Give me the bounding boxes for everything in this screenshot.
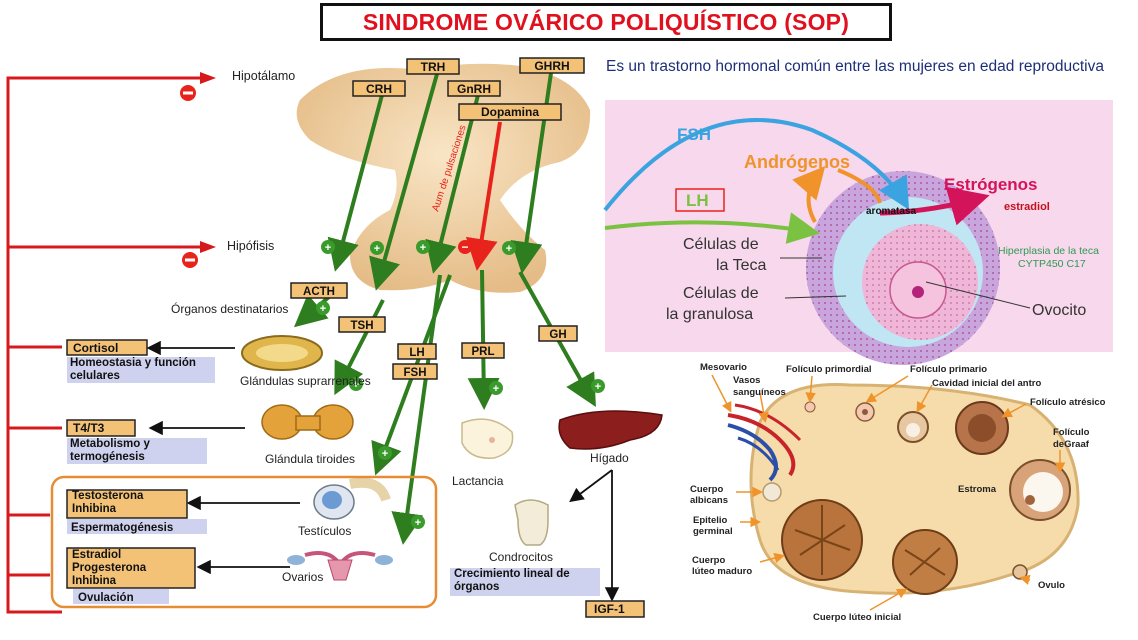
gh-label: GH bbox=[549, 329, 566, 341]
svg-text:+: + bbox=[374, 243, 380, 255]
bone-illustration bbox=[514, 499, 549, 546]
organ-labels: Órganos destinatarios Glándulas suprarre… bbox=[171, 301, 629, 584]
pituitary-hormones: ACTH TSH LH FSH PRL GH bbox=[290, 282, 578, 380]
liver-illustration bbox=[558, 410, 663, 450]
trh-label: TRH bbox=[421, 60, 446, 74]
testis-illustration bbox=[313, 477, 391, 520]
thyroid-illustration bbox=[261, 404, 354, 440]
breast-illustration bbox=[461, 418, 514, 459]
svg-text:+: + bbox=[320, 303, 326, 315]
svg-text:+: + bbox=[420, 242, 426, 254]
cortisol-effect: Homeostasia y función celulares bbox=[70, 357, 196, 382]
hypothalamic-hormones: TRH GHRH CRH GnRH Dopamina bbox=[352, 57, 585, 121]
page-title: SINDROME OVÁRICO POLIQUÍSTICO (SOP) bbox=[362, 8, 850, 35]
svg-text:−: − bbox=[461, 240, 468, 254]
follicle-panel bbox=[605, 100, 1113, 352]
svg-text:+: + bbox=[493, 383, 499, 395]
igf-label: IGF-1 bbox=[594, 602, 625, 616]
crecimiento-label: Crecimiento lineal de órganos bbox=[454, 568, 570, 593]
svg-text:+: + bbox=[415, 517, 421, 529]
crh-label: CRH bbox=[366, 82, 392, 96]
fsh-label: FSH bbox=[404, 367, 427, 379]
organos-label: Órganos destinatarios bbox=[171, 301, 288, 316]
svg-text:+: + bbox=[353, 379, 359, 391]
acth-label: ACTH bbox=[303, 286, 335, 298]
feedback-lines bbox=[6, 76, 210, 614]
inhibition-minus-icons bbox=[180, 85, 198, 268]
title-box: SINDROME OVÁRICO POLIQUÍSTICO (SOP) bbox=[320, 3, 892, 41]
suprarrenales-label: Glándulas suprarrenales bbox=[240, 374, 371, 388]
t4t3-effect: Metabolismo y termogénesis bbox=[70, 438, 150, 463]
ghrh-label: GHRH bbox=[534, 59, 569, 73]
subtitle: Es un trastorno hormonal común entre las… bbox=[606, 58, 1104, 75]
t4t3-label: T4/T3 bbox=[73, 421, 105, 435]
condrocitos-label: Condrocitos bbox=[489, 550, 553, 564]
tiroides-label: Glándula tiroides bbox=[265, 452, 355, 466]
cortisol-label: Cortisol bbox=[73, 341, 118, 355]
dopamine-inhibition-arrow bbox=[465, 121, 502, 271]
tsh-label: TSH bbox=[351, 320, 374, 332]
svg-text:+: + bbox=[382, 448, 388, 460]
ovulacion-label: Ovulación bbox=[78, 592, 134, 604]
uterus-illustration bbox=[287, 551, 393, 581]
svg-text:+: + bbox=[506, 243, 512, 255]
effect-arrows bbox=[146, 340, 620, 602]
svg-text:+: + bbox=[595, 381, 601, 393]
hipotalamo-label: Hipotálamo bbox=[232, 69, 295, 83]
lh-label: LH bbox=[409, 347, 424, 359]
brain-illustration bbox=[296, 63, 591, 293]
hipofisis-label: Hipófisis bbox=[227, 239, 274, 253]
espermatogenesis-label: Espermatogénesis bbox=[71, 522, 173, 534]
prl-label: PRL bbox=[472, 346, 495, 358]
dopamina-label: Dopamina bbox=[481, 105, 539, 119]
ovarios-label: Ovarios bbox=[282, 570, 323, 584]
plus-markers: + + + + + + + + + + − bbox=[316, 240, 605, 529]
lactancia-label: Lactancia bbox=[452, 474, 504, 488]
effect-boxes: Cortisol Homeostasia y función celulares… bbox=[66, 339, 645, 618]
higado-label: Hígado bbox=[590, 451, 629, 465]
testiculos-label: Testículos bbox=[298, 524, 351, 538]
gnrh-label: GnRH bbox=[457, 82, 491, 96]
estradiol-label: Estradiol Progesterona Inhibina bbox=[72, 549, 147, 587]
svg-text:+: + bbox=[325, 242, 331, 254]
gonad-group-box bbox=[50, 475, 438, 609]
testosterona-label: Testosterona Inhibina bbox=[72, 490, 144, 515]
